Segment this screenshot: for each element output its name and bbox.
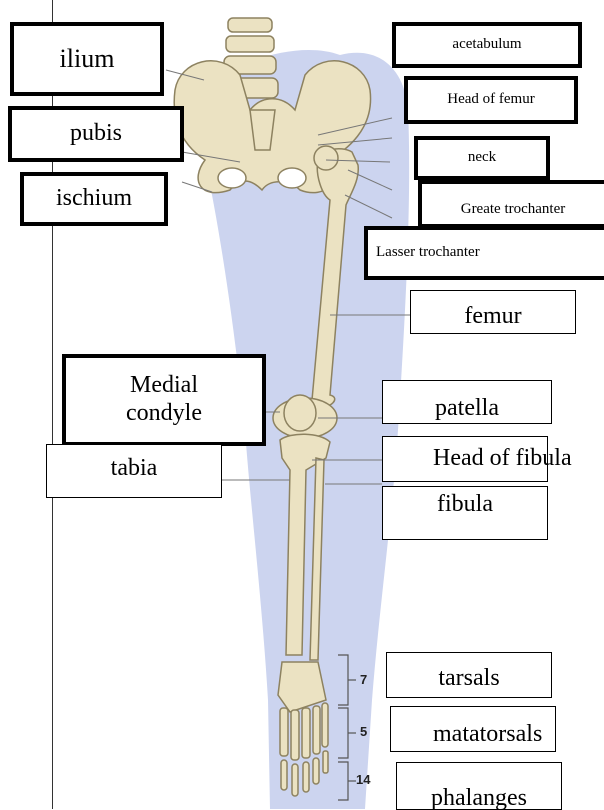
label-tarsals: tarsals bbox=[386, 652, 552, 698]
label-tibia: tabia bbox=[46, 444, 222, 498]
label-ischium: ischium bbox=[20, 172, 168, 226]
label-phalanges: phalanges bbox=[396, 762, 562, 810]
label-lesser-trochanter: Lasser trochanter bbox=[364, 226, 604, 280]
patella-bone bbox=[284, 395, 316, 431]
label-pubis: pubis bbox=[8, 106, 184, 162]
label-head-of-femur: Head of femur bbox=[404, 76, 578, 124]
label-acetabulum: acetabulum bbox=[392, 22, 582, 68]
label-ilium: ilium bbox=[10, 22, 164, 96]
label-femur: femur bbox=[410, 290, 576, 334]
tarsals-count: 7 bbox=[360, 672, 367, 687]
label-head-of-fibula: Head of fibula bbox=[382, 436, 548, 482]
phalanges-count: 14 bbox=[356, 772, 370, 787]
label-greater-trochanter: Greate trochanter bbox=[418, 180, 604, 228]
label-neck: neck bbox=[414, 136, 550, 180]
label-medial-condyle: Medial condyle bbox=[62, 354, 266, 446]
metatarsals-count: 5 bbox=[360, 724, 367, 739]
label-metatarsals: matatorsals bbox=[390, 706, 556, 752]
label-patella: patella bbox=[382, 380, 552, 424]
label-fibula: fibula bbox=[382, 486, 548, 540]
